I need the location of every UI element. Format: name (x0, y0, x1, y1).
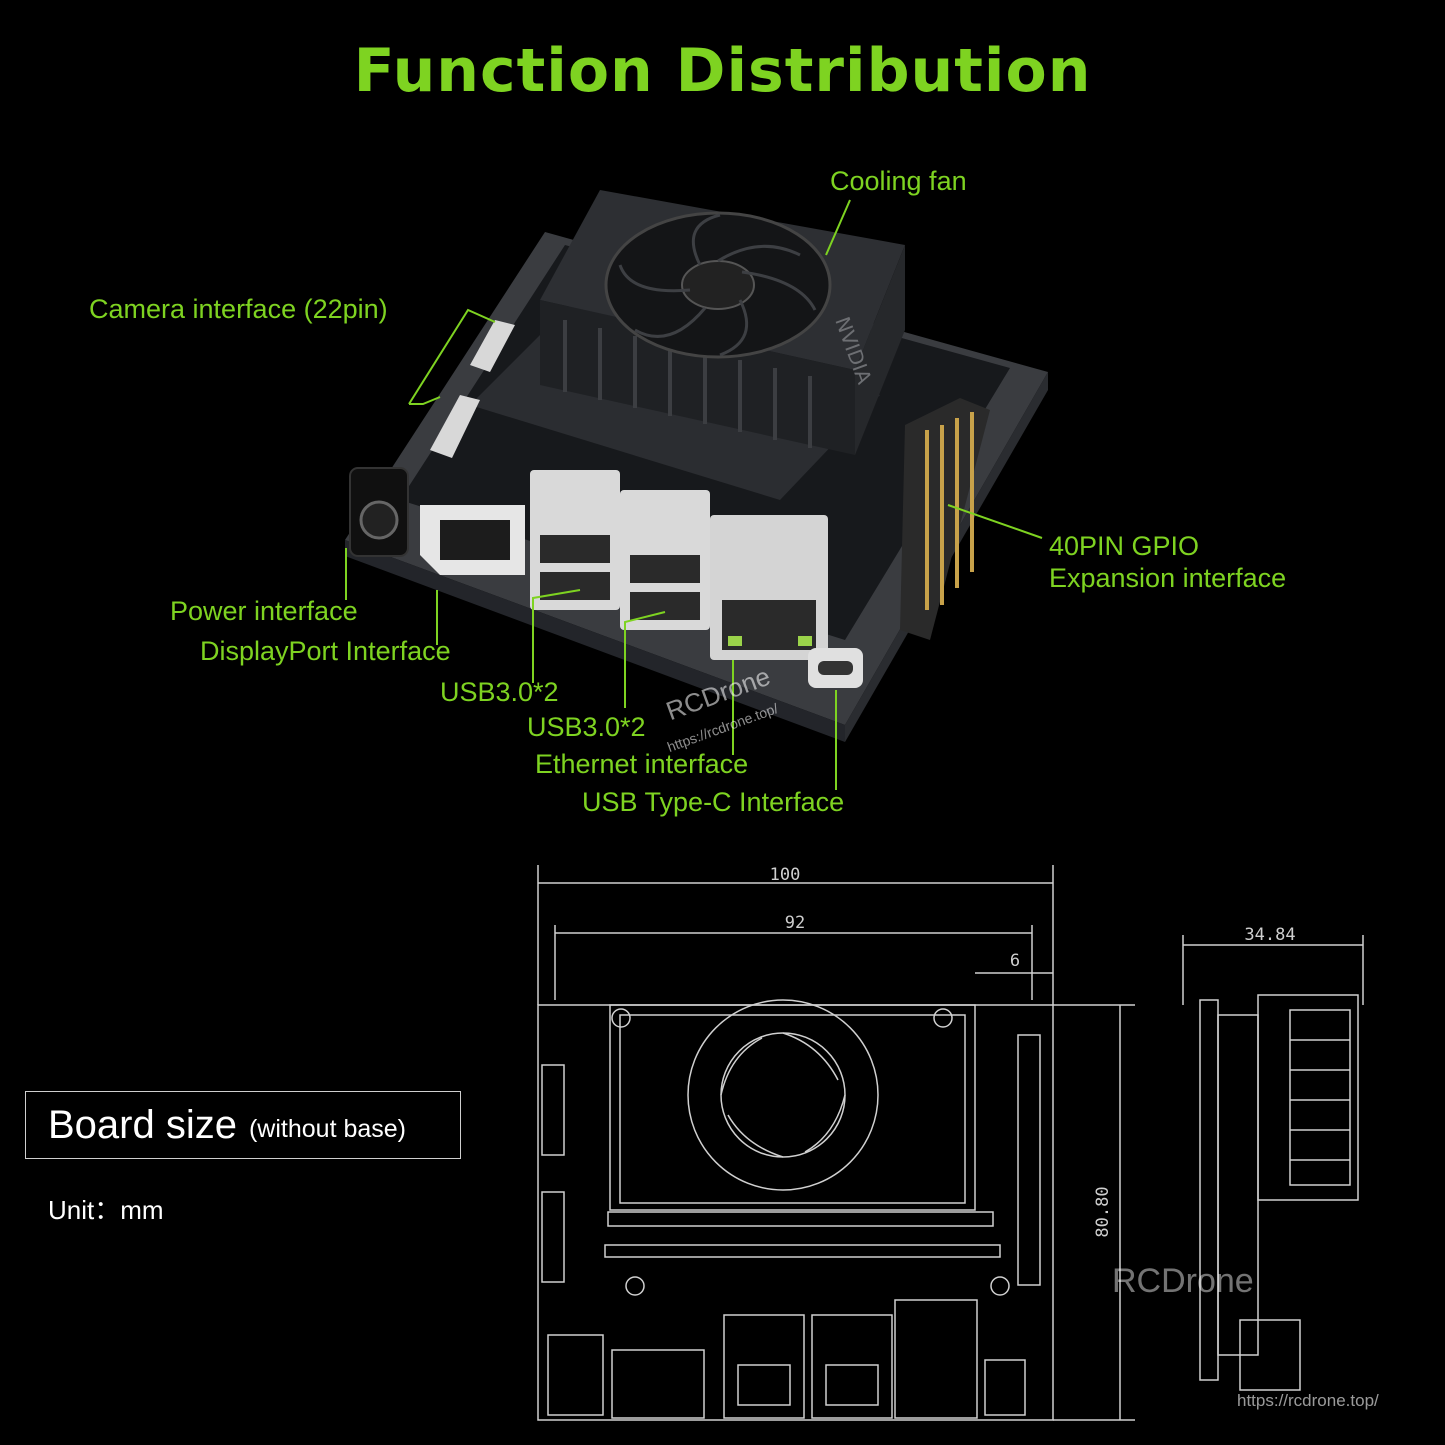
camera-connector-2 (430, 395, 480, 458)
label-cooling-fan: Cooling fan (830, 166, 967, 196)
label-gpio-line1: 40PIN GPIO (1049, 531, 1200, 561)
dim-edge-offset: 6 (1010, 951, 1020, 971)
usb-stack-1 (530, 470, 620, 610)
watermark-brand-2: RCDrone (1112, 1262, 1254, 1300)
unit-label: Unit：mm (48, 1195, 164, 1225)
page-title: Function Distribution (353, 36, 1092, 106)
label-usbc: USB Type-C Interface (582, 787, 845, 817)
label-displayport: DisplayPort Interface (200, 636, 451, 666)
usb-stack-2 (620, 490, 710, 630)
gpio-header (900, 398, 990, 640)
callout-lines (345, 199, 1043, 790)
label-usb-2: USB3.0*2 (527, 712, 646, 742)
dim-width-inner: 92 (785, 913, 805, 933)
board-size-heading: Board size (48, 1102, 237, 1147)
ethernet-connector (710, 515, 828, 660)
dim-width-outer: 100 (770, 865, 801, 885)
label-usb-1: USB3.0*2 (440, 677, 559, 707)
label-gpio: 40PIN GPIO Expansion interface (1049, 530, 1286, 594)
board-illustration: NVIDIA (345, 190, 1048, 790)
label-power-interface: Power interface (170, 596, 358, 626)
label-gpio-line2: Expansion interface (1049, 563, 1287, 593)
label-ethernet: Ethernet interface (535, 749, 749, 779)
dim-height: 80.80 (1093, 1186, 1113, 1237)
watermark-url-2: https://rcdrone.top/ (1237, 1391, 1379, 1410)
label-camera-interface: Camera interface (22pin) (89, 294, 388, 324)
board-size-box: Board size (without base) (25, 1091, 461, 1159)
fan-icon (604, 211, 832, 359)
dim-depth: 34.84 (1244, 925, 1295, 945)
board-size-note: (without base) (248, 1114, 407, 1143)
technical-drawing: 100 92 6 80.80 34.84 (537, 865, 1364, 1421)
camera-connector-1 (470, 320, 515, 372)
